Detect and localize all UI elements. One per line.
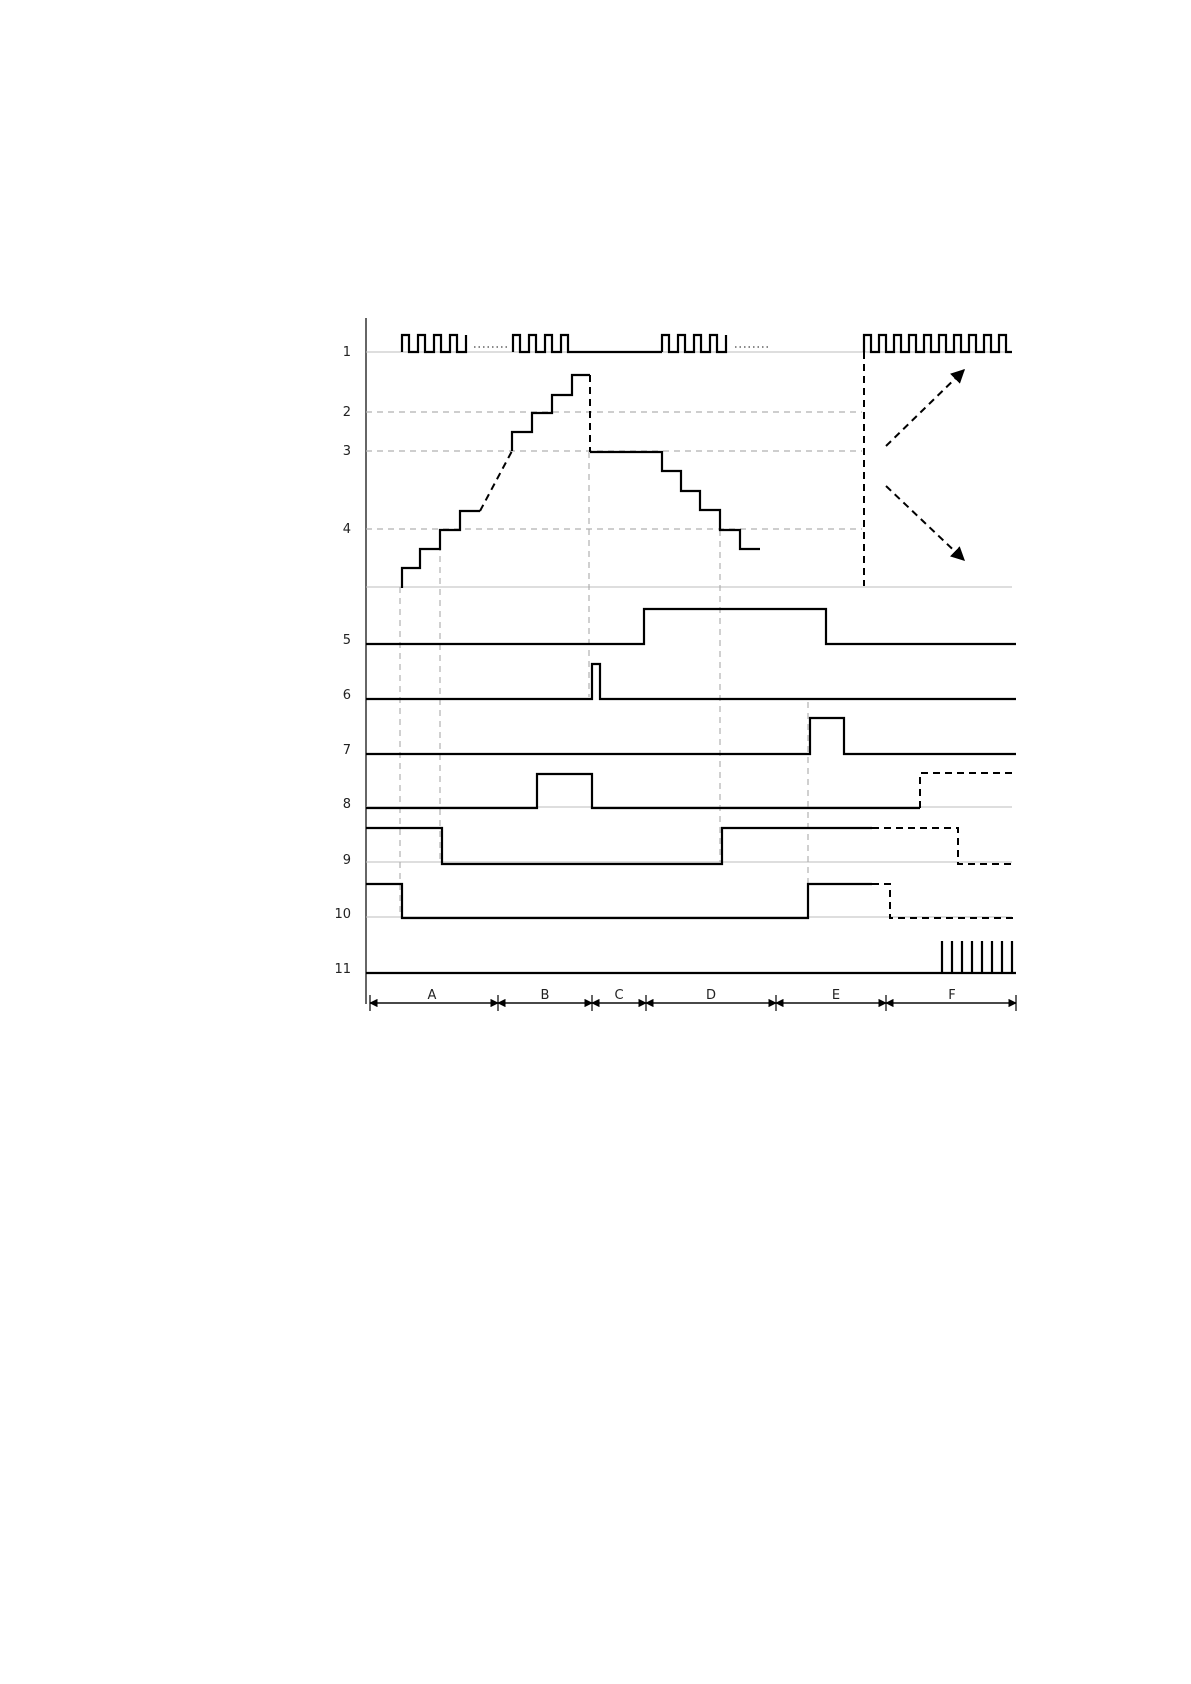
row-label-10: 10	[334, 907, 351, 922]
row-label-8: 8	[343, 797, 351, 812]
grid-lines	[366, 352, 1012, 917]
row-label-11: 11	[334, 962, 351, 977]
interval-ruler: A B C D E F	[370, 988, 1016, 1011]
reference-lines	[400, 452, 808, 917]
signal-6	[366, 664, 1016, 699]
level-lines	[366, 412, 862, 529]
row-label-1: 1	[343, 345, 351, 360]
row-label-4: 4	[343, 522, 351, 537]
signal-11	[366, 941, 1016, 973]
interval-label-b: B	[541, 988, 550, 1003]
row-label-6: 6	[343, 688, 351, 703]
interval-label-a: A	[428, 988, 437, 1003]
row-label-9: 9	[343, 853, 351, 868]
signal-10	[366, 884, 1016, 918]
row-label-7: 7	[343, 743, 351, 758]
row-label-2: 2	[343, 405, 351, 420]
signal-1-pulses	[402, 335, 1012, 352]
interval-label-f: F	[948, 988, 955, 1003]
row-label-3: 3	[343, 444, 351, 459]
interval-label-d: D	[706, 988, 716, 1003]
signal-9	[366, 828, 1016, 864]
counter-staircase	[402, 352, 964, 588]
signal-8	[366, 773, 1016, 808]
interval-label-c: C	[614, 988, 623, 1003]
interval-label-e: E	[832, 988, 840, 1003]
row-labels: 1 2 3 4 5 6 7 8 9 10 11	[334, 345, 351, 977]
row-label-5: 5	[343, 633, 351, 648]
signal-5	[366, 609, 1016, 644]
signal-7	[366, 718, 1016, 754]
